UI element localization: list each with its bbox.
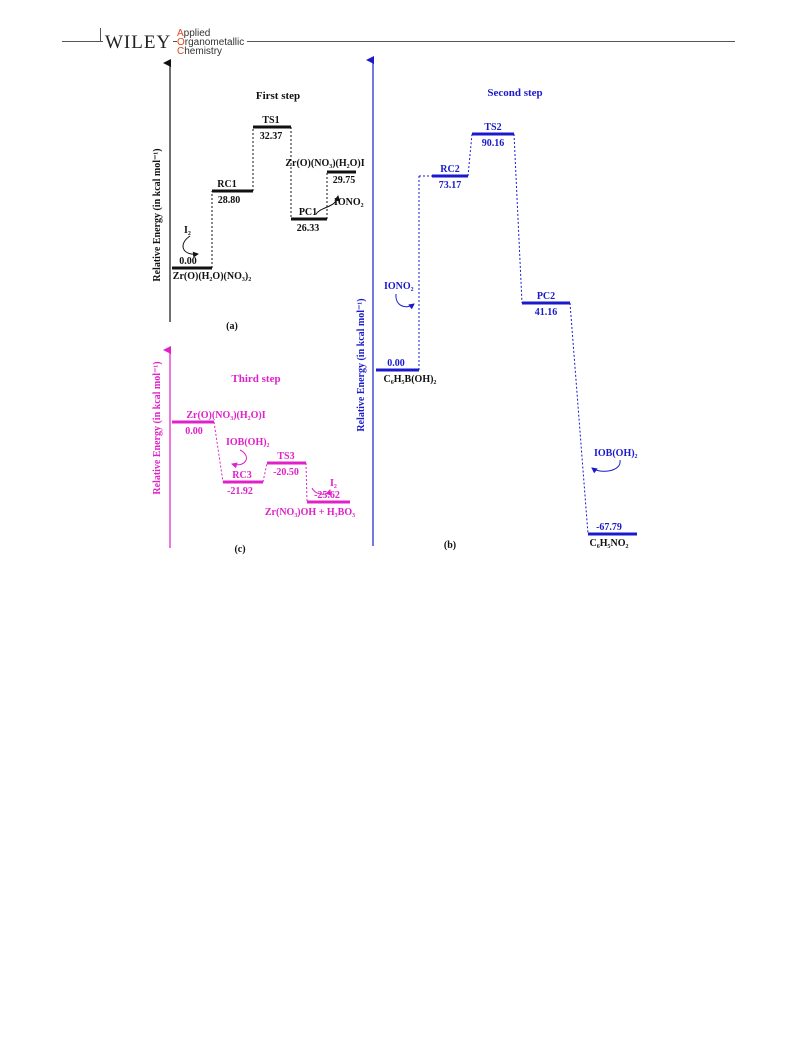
panel-c: Relative Energy (in kcal mol⁻¹) Third st… [152, 346, 355, 555]
connector [513, 133, 523, 304]
panel-a-annotation-i2: I₂ [184, 225, 191, 236]
panel-a-ylabel: Relative Energy (in kcal mol⁻¹) [152, 148, 163, 281]
journal-line-3: Chemistry [177, 46, 223, 57]
panel-b-level-1: RC2 73.17 [432, 164, 468, 191]
level-name: Zr(O)(NO₃)(H₂O)I [186, 410, 265, 421]
panel-c-level-0: Zr(O)(NO₃)(H₂O)I 0.00 [172, 410, 266, 437]
panel-b-annotation-iob: IOB(OH)₂ [594, 448, 638, 459]
level-name: RC2 [440, 164, 459, 175]
panel-c-level-3: -25.62 Zr(NO₃)OH + H₃BO₃ [265, 490, 355, 518]
panel-a-level-1: RC1 28.80 [212, 179, 253, 206]
panel-c-level-2: TS3 -20.50 [267, 451, 306, 478]
level-name: TS2 [484, 122, 501, 133]
journal-line-1: Applied [177, 28, 211, 39]
panel-b-curved-arrow [395, 293, 415, 310]
level-value: 32.37 [260, 131, 283, 142]
level-name: RC3 [232, 470, 251, 481]
panel-a-title: First step [256, 90, 300, 102]
connector [569, 302, 589, 535]
panel-b-level-3: PC2 41.16 [522, 291, 570, 318]
level-name: PC2 [537, 291, 555, 302]
level-value: 73.17 [439, 180, 462, 191]
panel-c-annotation-iob: IOB(OH)₂ [226, 437, 270, 448]
panel-b-label: (b) [444, 540, 456, 551]
header-rule [62, 41, 735, 42]
panel-c-level-1: RC3 -21.92 [223, 470, 263, 497]
panel-b-level-0: 0.00 C₆H₅B(OH)₂ [376, 358, 436, 385]
panel-a-label: (a) [226, 321, 238, 332]
level-value: 29.75 [333, 175, 356, 186]
level-value: -21.92 [227, 486, 253, 497]
panel-c-curved-arrow [231, 449, 247, 469]
header-tick [100, 28, 101, 41]
panel-c-ylabel: Relative Energy (in kcal mol⁻¹) [152, 361, 163, 494]
panel-b-level-4: -67.79 C₆H₅NO₂ [588, 522, 637, 549]
panel-c-label: (c) [234, 544, 245, 555]
level-value: 0.00 [387, 358, 405, 369]
level-name: C₆H₅B(OH)₂ [384, 374, 437, 385]
panel-b-curved-arrow [591, 459, 621, 474]
connector [213, 421, 224, 483]
level-value: 0.00 [179, 256, 197, 267]
level-name: TS1 [262, 115, 279, 126]
connector [262, 462, 268, 483]
level-value: 26.33 [297, 223, 320, 234]
panel-b-ylabel: Relative Energy (in kcal mol⁻¹) [356, 298, 367, 431]
panel-b-level-2: TS2 90.16 [472, 122, 514, 149]
panel-a-curved-arrow [315, 195, 341, 215]
level-name: Zr(NO₃)OH + H₃BO₃ [265, 507, 355, 518]
panel-c-title: Third step [231, 373, 280, 385]
level-value: 41.16 [535, 307, 558, 318]
level-name: TS3 [277, 451, 294, 462]
journal-line-2: Organometallic [177, 37, 245, 48]
level-value: -67.79 [596, 522, 622, 533]
panel-a-annotation-iono2: IONO₂ [334, 197, 364, 208]
connector [305, 462, 308, 503]
level-value: -20.50 [273, 467, 299, 478]
panel-a: Relative Energy (in kcal mol⁻¹) First st… [152, 59, 365, 332]
panel-c-annotation-i2: I₂ [330, 478, 337, 489]
panel-b-title: Second step [487, 87, 542, 99]
panel-a-level-4: Zr(O)(NO₃)(H₂O)I 29.75 [285, 158, 364, 186]
level-name: Zr(O)(NO₃)(H₂O)I [285, 158, 364, 169]
level-name: Zr(O)(H₂O)(NO₃)₂ [173, 271, 251, 282]
level-value: 90.16 [482, 138, 505, 149]
panel-a-curved-arrow [182, 235, 199, 258]
level-name: C₆H₅NO₂ [590, 538, 629, 549]
panel-c-curved-arrow [311, 487, 332, 496]
panel-a-level-0: 0.00 Zr(O)(H₂O)(NO₃)₂ [172, 256, 251, 282]
connector [467, 133, 473, 177]
level-name: PC1 [299, 207, 317, 218]
level-value: -25.62 [314, 490, 340, 501]
level-value: 0.00 [185, 426, 203, 437]
journal-name: Applied Organometallic Chemistry [177, 28, 248, 57]
panel-b-annotation-iono2: IONO₂ [384, 281, 414, 292]
panel-a-level-3: PC1 26.33 [291, 207, 327, 234]
panel-a-level-2: TS1 32.37 [253, 115, 291, 142]
panel-b: Relative Energy (in kcal mol⁻¹) Second s… [356, 56, 638, 551]
level-value: 28.80 [218, 195, 241, 206]
level-name: RC1 [217, 179, 236, 190]
publisher-logo: WILEY [103, 32, 174, 53]
